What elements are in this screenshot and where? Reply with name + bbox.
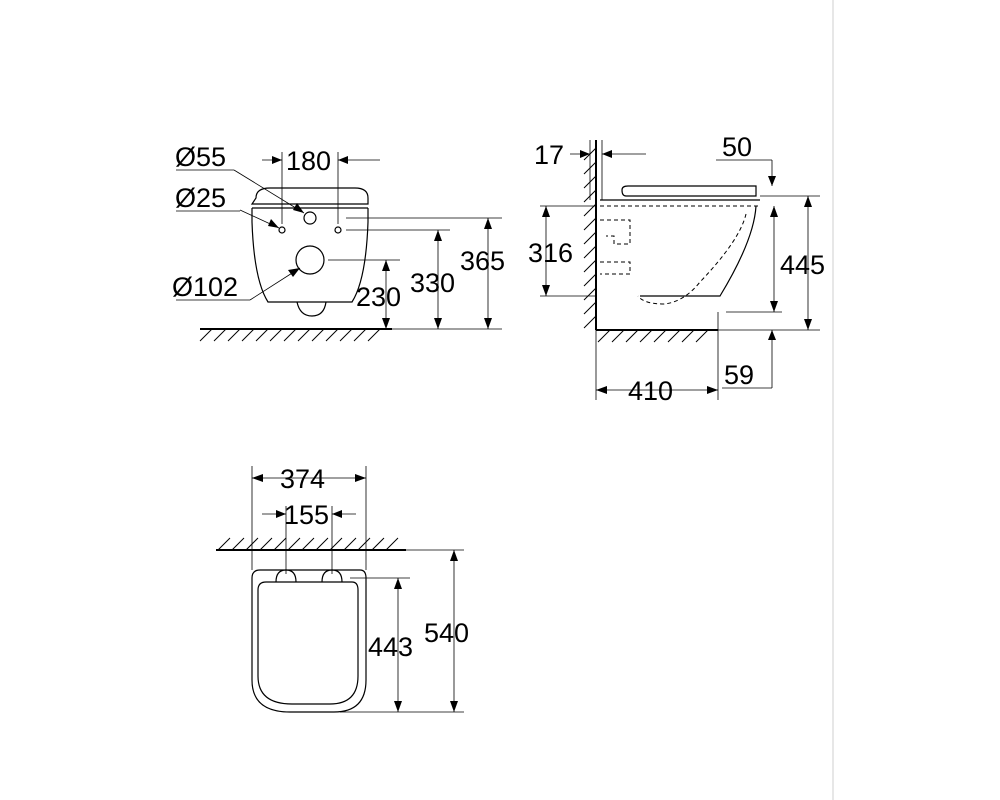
top-seat-outline: [257, 581, 359, 705]
dim-374-label: 374: [280, 464, 325, 494]
dia-55-label: Ø55: [175, 142, 226, 172]
side-bowl-inner: [637, 213, 747, 305]
dim-443-label: 443: [368, 632, 413, 662]
dim-155-label: 155: [284, 500, 329, 530]
dim-445-label: 445: [780, 250, 825, 280]
floor-hatch: [199, 328, 381, 342]
side-floor-hatch: [597, 329, 709, 343]
top-view: 374 155 443 540: [216, 464, 469, 713]
bowl-body-front: [251, 208, 369, 303]
dim-365-label: 365: [460, 246, 505, 276]
dim-50-label: 50: [722, 132, 752, 162]
front-view: 180 Ø55 Ø25 Ø102 230 330 365: [172, 142, 505, 342]
outlet-bottom: [296, 301, 327, 317]
side-bowl-outline: [640, 205, 757, 297]
dim-17-label: 17: [534, 140, 564, 170]
dim-59-label: 59: [724, 360, 754, 390]
dim-540-label: 540: [424, 618, 469, 648]
dim-230-label: 230: [356, 282, 401, 312]
side-view: 17 50 316 445 410 59: [528, 132, 825, 406]
hole-25-right-icon: [334, 226, 342, 234]
dia-102-label: Ø102: [172, 272, 238, 302]
dim-410-label: 410: [628, 376, 673, 406]
hole-102-icon: [295, 245, 325, 275]
hole-25-left-icon: [278, 226, 286, 234]
top-wall-hatch: [217, 537, 399, 551]
seat-lid: [250, 187, 369, 205]
dia-25-label: Ø25: [175, 183, 226, 213]
hole-55-icon: [303, 211, 317, 225]
dim-180-label: 180: [286, 146, 331, 176]
side-seat-lid: [621, 185, 757, 197]
dim-330-label: 330: [410, 268, 455, 298]
top-bowl-outline: [251, 569, 367, 713]
dim-316-label: 316: [528, 238, 573, 268]
